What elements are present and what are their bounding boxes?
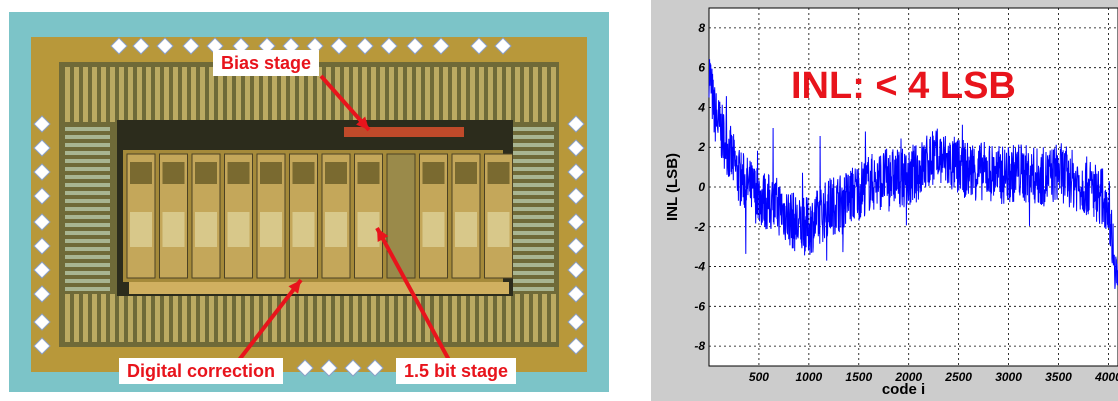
bond-pad xyxy=(344,359,362,377)
bond-pad xyxy=(494,37,512,55)
bond-pad xyxy=(567,285,585,303)
x-axis-label: code i xyxy=(882,381,925,398)
inl-annotation: INL: < 4 LSB xyxy=(791,65,1016,107)
bond-pad xyxy=(33,285,51,303)
stage-capacitor xyxy=(195,162,217,184)
bond-pad xyxy=(567,115,585,133)
bond-pad xyxy=(182,37,200,55)
bond-pad xyxy=(33,313,51,331)
digital-correction-label: Digital correction xyxy=(119,358,284,384)
bit-stage-label: 1.5 bit stage xyxy=(396,358,517,384)
stage-switch-array xyxy=(195,212,217,247)
stage-switch-array xyxy=(227,212,250,247)
stage-capacitor xyxy=(130,162,152,184)
bias-stage-label: Bias stage xyxy=(213,50,320,76)
y-axis-label: INL (LSB) xyxy=(664,153,681,221)
stage-switch-array xyxy=(130,212,152,247)
y-tick-label: 8 xyxy=(698,21,705,35)
stage-switch-array xyxy=(455,212,477,247)
bond-pad xyxy=(567,187,585,205)
x-tick-label: 3500 xyxy=(1045,370,1072,384)
chip-die-photo: Bias stage Digital correction 1.5 bit st… xyxy=(9,12,609,392)
bond-pad xyxy=(33,337,51,355)
stage-capacitor xyxy=(357,162,380,184)
bond-pad xyxy=(356,37,374,55)
x-tick-label: 2000 xyxy=(894,370,922,384)
bond-pad xyxy=(406,37,424,55)
arrow-head xyxy=(288,280,301,294)
x-tick-label: 1500 xyxy=(845,370,872,384)
bond-pad xyxy=(366,359,384,377)
stage-switch-array xyxy=(260,212,282,247)
stage-capacitor xyxy=(227,162,250,184)
bond-pad xyxy=(380,37,398,55)
bond-pad xyxy=(33,187,51,205)
stage-switch-array xyxy=(357,212,380,247)
bond-pad xyxy=(33,115,51,133)
arrow-head xyxy=(377,228,389,242)
bond-pad xyxy=(330,37,348,55)
x-tick-label: 2500 xyxy=(944,370,972,384)
x-tick-label: 4000 xyxy=(1094,370,1118,384)
inl-series-line xyxy=(708,59,1118,289)
bond-pad xyxy=(110,37,128,55)
bond-pad xyxy=(567,237,585,255)
stage-capacitor xyxy=(260,162,282,184)
callout-arrow xyxy=(237,278,303,362)
bond-pad xyxy=(320,359,338,377)
stage-switch-array xyxy=(292,212,315,247)
digital-correction-block xyxy=(129,282,509,294)
callout-arrow xyxy=(375,227,451,361)
y-tick-label: 2 xyxy=(697,140,705,154)
stage-switch-array xyxy=(422,212,445,247)
stage-capacitor xyxy=(487,162,510,184)
stage-capacitor xyxy=(292,162,315,184)
y-tick-label: -4 xyxy=(694,260,705,274)
bond-pad xyxy=(567,261,585,279)
y-tick-label: 0 xyxy=(698,180,705,194)
routing-stripes xyxy=(65,67,556,342)
grid xyxy=(709,8,1118,366)
bond-pad xyxy=(567,213,585,231)
bond-pad xyxy=(132,37,150,55)
inl-plot: 500 1000 1500 2000 2500 3000 3500 4000 -8 -6 -4 -2 0… xyxy=(664,7,1118,398)
stage-capacitor xyxy=(455,162,477,184)
x-tick-label: 1000 xyxy=(796,370,823,384)
bias-stage-block xyxy=(344,127,464,137)
tick-labels: 500 1000 1500 2000 2500 3000 3500 4000 -8 -6 -4 -2 0… xyxy=(694,21,1118,384)
y-tick-label: -2 xyxy=(694,220,705,234)
stage-capacitor xyxy=(325,162,347,184)
bond-pad xyxy=(33,139,51,157)
x-tick-label: 500 xyxy=(749,370,769,384)
y-tick-label: 4 xyxy=(697,100,705,114)
inl-chart: 500 1000 1500 2000 2500 3000 3500 4000 -8 -6 -4 -2 0… xyxy=(651,0,1118,401)
pipeline-stages xyxy=(126,153,513,279)
stage-switch-array xyxy=(487,212,510,247)
bond-pad xyxy=(567,163,585,181)
y-tick-label: -6 xyxy=(694,299,705,313)
stage-switch-array xyxy=(325,212,347,247)
callout-arrows xyxy=(237,74,451,362)
die-micrograph xyxy=(9,12,609,392)
stage-switch-array xyxy=(162,212,185,247)
arrow-head xyxy=(356,116,369,130)
bond-pad xyxy=(33,163,51,181)
pipeline-stage xyxy=(386,153,416,279)
bond-pad xyxy=(296,359,314,377)
x-tick-label: 3000 xyxy=(995,370,1022,384)
bond-pad xyxy=(567,337,585,355)
y-tick-label: 6 xyxy=(698,61,705,75)
bond-pad xyxy=(567,139,585,157)
bond-pad xyxy=(432,37,450,55)
bond-pad xyxy=(567,313,585,331)
bond-pad xyxy=(33,237,51,255)
stage-capacitor xyxy=(162,162,185,184)
bond-pad xyxy=(33,261,51,279)
bond-pad xyxy=(156,37,174,55)
stage-capacitor xyxy=(422,162,445,184)
bond-pad xyxy=(470,37,488,55)
bond-pad xyxy=(33,213,51,231)
y-tick-label: -8 xyxy=(694,339,705,353)
